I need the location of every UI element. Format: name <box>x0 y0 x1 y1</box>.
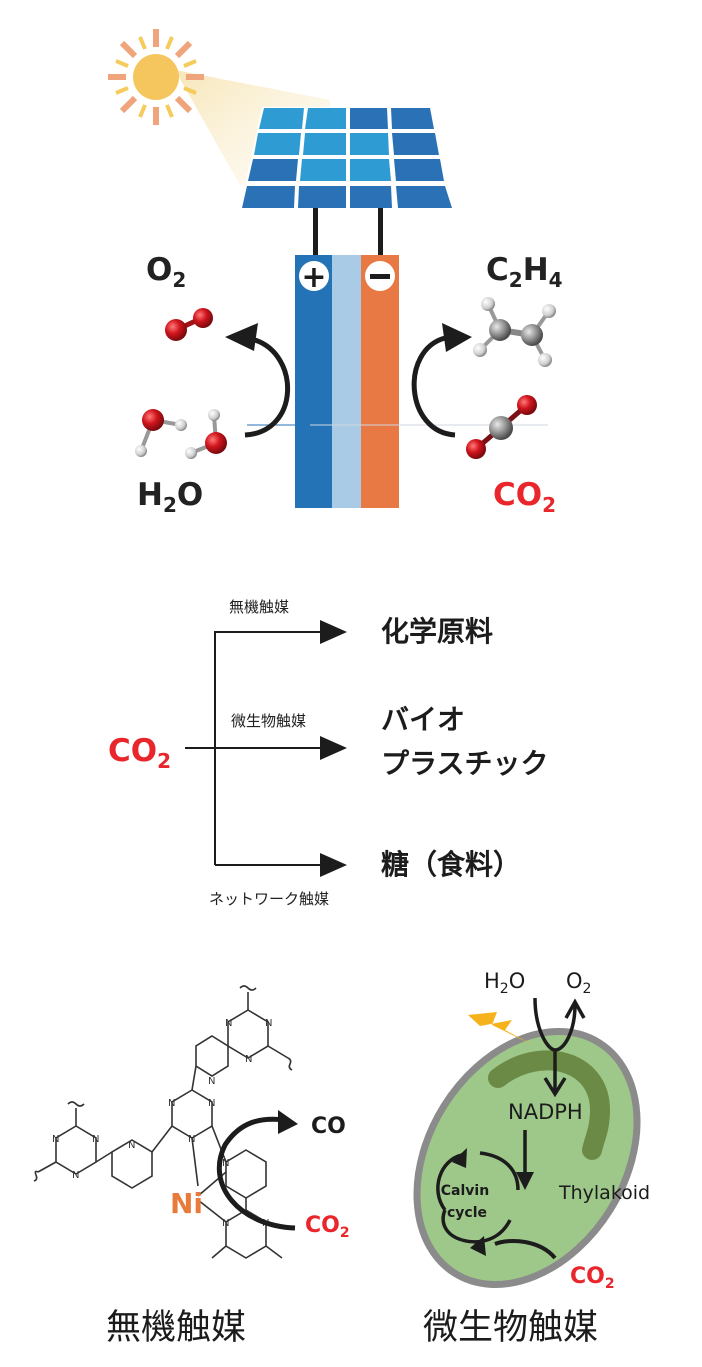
cathode-reaction-arrow <box>411 323 472 438</box>
svg-text:N: N <box>222 1218 229 1229</box>
product-sugar-food: 糖（食料） <box>381 848 521 881</box>
calvin-arrowhead-bottom <box>470 1236 486 1256</box>
svg-text:N: N <box>265 1018 272 1029</box>
caption-inorganic-catalyst: 無機触媒 <box>106 1308 246 1348</box>
caption-microbial-catalyst: 微生物触媒 <box>423 1308 598 1348</box>
arrow-to-bioplastic <box>320 736 347 760</box>
co2-uptake-arrow <box>494 1238 557 1260</box>
wires <box>313 208 383 256</box>
cathode <box>361 255 399 508</box>
calvin-cycle-loop <box>436 1151 520 1244</box>
svg-text:N: N <box>92 1134 99 1145</box>
thylakoid-band <box>488 1050 611 1160</box>
svg-text:N: N <box>72 1170 79 1181</box>
microbe-h2o-label: H2O <box>484 969 525 997</box>
microbe-cell <box>413 1028 641 1288</box>
solar-panel-icon <box>240 107 454 208</box>
product-bioplastic-line2: プラスチック <box>381 747 548 780</box>
membrane <box>332 255 361 508</box>
svg-text:N: N <box>208 1076 215 1087</box>
o2-molecule-icon <box>165 308 213 341</box>
svg-text:N: N <box>245 1054 252 1065</box>
catalyst-label-inorganic: 無機触媒 <box>229 598 289 616</box>
anode <box>295 255 332 508</box>
svg-text:N: N <box>52 1134 59 1145</box>
h2o-molecule-icon <box>135 409 227 459</box>
anode-reaction-arrow <box>225 323 290 438</box>
nickel-label: Ni <box>170 1187 203 1220</box>
svg-text:N: N <box>208 1098 215 1109</box>
o2-label: O2 <box>146 252 186 292</box>
co-product-label: CO <box>311 1114 346 1139</box>
nadph-to-calvin-arrow <box>516 1130 534 1190</box>
arrow-to-sugar <box>320 853 347 877</box>
thylakoid-label: Thylakoid <box>558 1182 650 1204</box>
pathway-co2-label: CO2 <box>108 733 171 773</box>
svg-text:N: N <box>128 1140 135 1151</box>
co2-to-co-arrow <box>217 1110 298 1231</box>
microbe-o2-label: O2 <box>566 969 591 997</box>
c2h4-label: C2H4 <box>486 252 563 292</box>
svg-text:N: N <box>168 1098 175 1109</box>
minus-terminal-icon <box>365 261 395 291</box>
inorganic-co2-label: CO2 <box>305 1213 350 1241</box>
product-chemical-feedstock: 化学原料 <box>381 615 493 648</box>
arrow-to-chemical-feedstock <box>320 620 347 644</box>
pathway-arrowheads <box>320 620 347 877</box>
calvin-label-line2: cycle <box>447 1205 487 1221</box>
pathway-lines <box>185 631 325 866</box>
co2-molecule-icon <box>466 395 537 459</box>
calvin-arrowhead-top <box>452 1148 467 1168</box>
svg-text:N: N <box>225 1018 232 1029</box>
catalyst-label-network: ネットワーク触媒 <box>209 890 329 908</box>
sun-icon <box>108 29 204 125</box>
h2o-label: H2O <box>137 477 203 517</box>
co2-reactant-label: CO2 <box>493 477 556 517</box>
c2h4-molecule-icon <box>473 297 556 367</box>
plus-terminal-icon: + <box>299 260 329 295</box>
n-atom-labels: N N N N N N N N N N N N N N <box>52 1018 272 1229</box>
catalyst-label-microbial: 微生物触媒 <box>231 712 306 730</box>
calvin-label-line1: Calvin <box>441 1183 489 1199</box>
water-splitting-arrows <box>533 997 586 1098</box>
product-bioplastic-line1: バイオ <box>381 703 465 736</box>
microbe-co2-label: CO2 <box>570 1264 615 1292</box>
svg-text:N: N <box>188 1134 195 1145</box>
lightning-bolt-icon <box>468 1012 535 1046</box>
svg-text:N: N <box>222 1158 229 1169</box>
svg-text:+: + <box>301 260 326 295</box>
nadph-label: NADPH <box>508 1100 583 1124</box>
electrolyzer-cell <box>247 255 548 508</box>
